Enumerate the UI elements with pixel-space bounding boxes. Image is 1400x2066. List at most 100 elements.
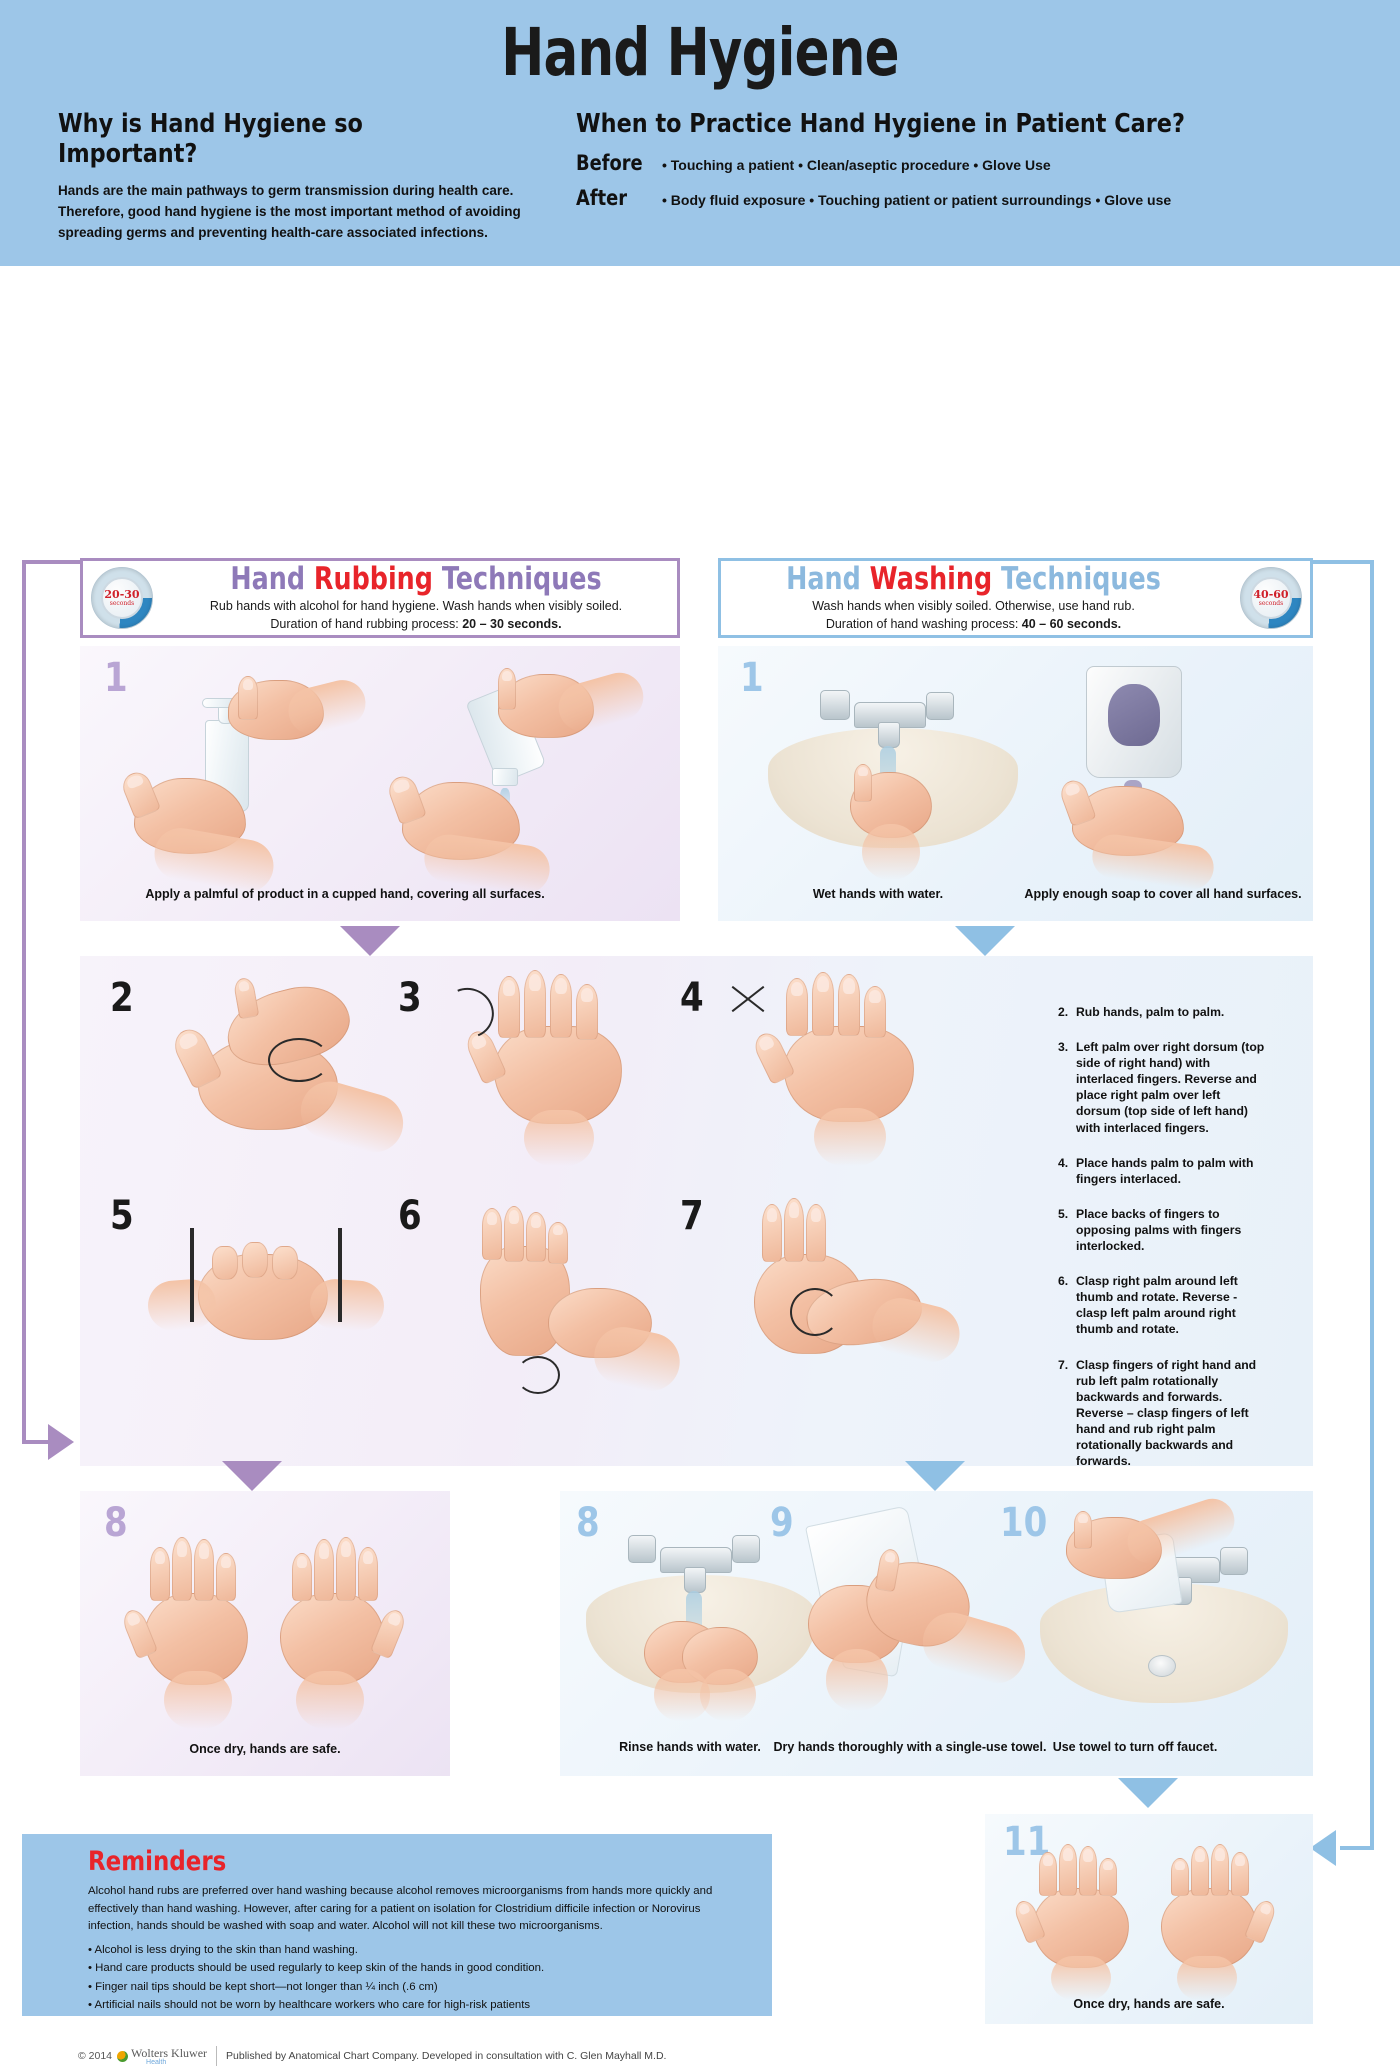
instruction-item: 4. Place hands palm to palm with fingers…: [1058, 1155, 1268, 1187]
step3-finger-1: [498, 976, 520, 1038]
wash-step-1b-caption: Apply enough soap to cover all hand surf…: [1024, 887, 1302, 901]
step11-left-nail-4-icon: [1103, 1860, 1113, 1871]
reminder-bullet: • Artificial nails should not be worn by…: [88, 1998, 531, 2011]
step11-right-nail-2-icon: [1195, 1849, 1205, 1862]
step6-finger-3: [526, 1212, 546, 1262]
when-before-row: Before • Touching a patient • Clean/asep…: [576, 151, 1342, 175]
wash-timer-value: 40-60: [1253, 588, 1289, 601]
step8-right-nail-4-icon: [362, 1550, 374, 1565]
poster-body: 20-30 seconds Hand Rubbing Techniques Ru…: [0, 266, 1400, 2066]
step2-thumb-nail-icon: [177, 1030, 200, 1052]
wash-flow-pipe-vertical: [1370, 560, 1374, 1850]
step2-forearm: [294, 1074, 410, 1160]
step4-hand-interlaced: [784, 1026, 914, 1122]
rub-sub-line-2: Duration of hand rubbing process: 20 – 3…: [161, 616, 671, 634]
rub-step-1-number: 1: [104, 655, 128, 701]
step6-nail-4-icon: [552, 1225, 564, 1236]
wash-title-accent: Washing: [869, 560, 993, 597]
hand-washing-subtitle: Wash hands when visibly soiled. Otherwis…: [721, 598, 1226, 633]
instruction-text: Rub hands, palm to palm.: [1076, 1005, 1225, 1019]
wash-timer-inner-face: 40-60 seconds: [1250, 577, 1292, 619]
instruction-number: 5.: [1058, 1206, 1069, 1221]
rub-step-3-number: 3: [398, 975, 422, 1021]
step8-left-nail-2-icon: [176, 1541, 188, 1558]
step2-upper-nail-icon: [237, 980, 250, 992]
dry-hand-nail-icon: [884, 1551, 897, 1564]
instruction-text: Clasp fingers of right hand and rub left…: [1076, 1357, 1257, 1469]
faucet-spout: [878, 722, 900, 748]
wash-title-part-1: Hand: [786, 560, 870, 597]
rub-step-5-illustration: [142, 1206, 392, 1386]
instruction-text: Clasp right palm around left thumb and r…: [1076, 1274, 1238, 1337]
soap-thumb-nail-icon: [1063, 781, 1081, 797]
rub-step-4-illustration: [728, 970, 958, 1166]
wash-step-9-illustration: [782, 1505, 1032, 1714]
rub-step-3-illustration: [434, 970, 668, 1166]
rub-duration-label: Duration of hand rubbing process:: [270, 616, 463, 631]
instruction-number: 3.: [1058, 1040, 1069, 1055]
step8-right-palm: [280, 1593, 384, 1685]
instruction-text: Place hands palm to palm with fingers in…: [1076, 1155, 1254, 1186]
arrow-wash-10-to-11: [1118, 1778, 1178, 1808]
wash-sub-line-2: Duration of hand washing process: 40 – 6…: [721, 616, 1226, 634]
step4-nail-1-icon: [791, 981, 803, 997]
step11-right-finger-2: [1191, 1846, 1209, 1896]
hand-washing-header-text: Hand Washing Techniques Wash hands when …: [721, 560, 1232, 634]
step5-forearm-left: [146, 1277, 218, 1333]
publisher-text: Published by Anatomical Chart Company. D…: [226, 2050, 667, 2062]
step4-nail-4-icon: [869, 989, 881, 1003]
step7-palm-finger-1: [762, 1204, 782, 1262]
step4-finger-1: [786, 978, 808, 1036]
step11-right-nail-1-icon: [1175, 1860, 1185, 1871]
step5-motion-arrow-left-icon: [190, 1228, 194, 1322]
brand-name: Wolters Kluwer: [131, 2046, 208, 2060]
when-after-row: After • Body fluid exposure • Touching p…: [576, 186, 1342, 210]
wet-finger-nail-icon: [858, 766, 868, 777]
page-title: Hand Hygiene: [501, 14, 899, 91]
step8-right-forearm: [296, 1671, 364, 1729]
rubbing-instruction-list: 2. Rub hands, palm to palm. 3. Left palm…: [1058, 1004, 1268, 1488]
why-column: Why is Hand Hygiene so Important? Hands …: [58, 109, 568, 244]
arrow-wash-1-to-next: [955, 926, 1015, 956]
step6-finger-2: [504, 1206, 524, 1262]
after-label: After: [576, 186, 628, 210]
step6-rotate-arrow-icon: [516, 1356, 560, 1394]
step7-nail-1-icon: [766, 1207, 778, 1223]
instruction-text: Place backs of fingers to opposing palms…: [1076, 1206, 1242, 1254]
step11-right-finger-4: [1231, 1852, 1249, 1896]
brand-block: Wolters Kluwer Health: [131, 2046, 207, 2066]
step8-left-finger-1: [150, 1547, 170, 1601]
step11-right-finger-1: [1171, 1858, 1189, 1896]
towel-hand-finger: [1074, 1511, 1092, 1549]
rub-step-2-illustration: [150, 976, 410, 1160]
step5-knuckle-2: [242, 1242, 268, 1278]
step3-nail-2-icon: [529, 974, 541, 992]
wash-flow-pipe-bottom: [1340, 1846, 1374, 1850]
step4-finger-4: [864, 986, 886, 1038]
pump-finger-1: [238, 676, 258, 720]
copyright-text: © 2014: [78, 2050, 113, 2062]
bottle-finger-nail-icon: [502, 671, 512, 682]
instruction-number: 6.: [1058, 1274, 1069, 1289]
step7-palm-finger-3: [806, 1204, 826, 1262]
step7-nail-2-icon: [788, 1202, 800, 1219]
before-label: Before: [576, 151, 643, 175]
wash-timer-unit: seconds: [1258, 600, 1284, 607]
step8-left-finger-3: [194, 1539, 214, 1601]
bottle-finger-1: [498, 668, 516, 710]
step7-nail-3-icon: [810, 1207, 822, 1223]
rub-step-2-number: 2: [110, 975, 134, 1021]
step11-right-nail-4-icon: [1235, 1855, 1245, 1866]
wash-step-11-illustration: [1011, 1842, 1289, 2000]
soap-dispenser-window: [1108, 684, 1160, 746]
towel-hand-nail-icon: [1078, 1513, 1088, 1524]
step11-left-thumb-nail-icon: [1017, 1902, 1031, 1916]
arrow-rub-7-to-8: [222, 1461, 282, 1491]
timer-20-30-icon: 20-30 seconds: [91, 567, 153, 629]
arrow-rub-1-to-2: [340, 926, 400, 956]
step7-palm-finger-2: [784, 1198, 804, 1262]
thumb-nail-icon: [125, 773, 144, 790]
wash-step-1-number: 1: [740, 655, 764, 701]
wash-step-9-caption: Dry hands thoroughly with a single-use t…: [773, 1740, 1047, 1754]
step8-right-finger-2: [314, 1539, 334, 1601]
